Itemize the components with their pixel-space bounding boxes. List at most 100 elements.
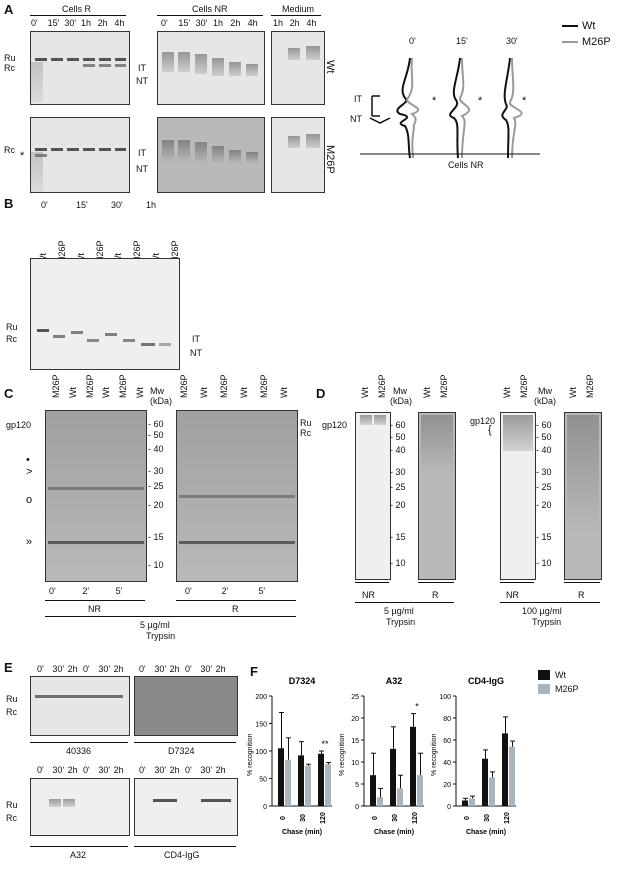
e-rc-1: Rc [6,707,17,717]
e-ru-2: Ru [6,800,18,810]
c-r-lane-2: M26P [219,374,229,398]
d-r-2: R [578,590,585,600]
e1-time-0: 0' [37,664,44,674]
f-ytick-label-2-2: 40 [443,760,451,767]
d-r-underline-2 [564,582,600,583]
d-mw-markers-2: - 60- 50- 40- 30- 25- 20- 15- 10 [536,412,562,578]
d3-lane-0: Wt [501,387,512,398]
mw-marker-40: - 40 [390,445,406,456]
profile-it: IT [354,94,362,104]
mw-marker-50: - 50 [390,431,406,442]
d4-lane-0: Wt [567,387,578,398]
d-nr-2: NR [506,590,519,600]
f-xlabel-2: Chase (min) [466,829,506,836]
b-time-1: 15' [76,200,88,210]
profile-caption: Cells NR [448,160,484,170]
d3-lane-1: M26P [518,374,529,398]
profile-legend-m26p: M26P [582,36,611,48]
gel-d-r-100 [564,412,602,580]
gel-c-nr [45,410,147,582]
mw-marker-10: - 10 [390,558,406,569]
f-ytick-label-2-5: 100 [439,694,451,701]
c-r-lane-5: Wt [279,387,289,398]
d-lane-labels-3: Wt M26P [500,374,534,398]
a-r-lane-0: 0' [31,18,38,28]
e3-time-1: 30' [52,765,65,775]
c-nr-lane-3: Wt [101,387,112,398]
d-mw-2: Mw [538,386,552,396]
d-nr-underline-1 [355,582,389,583]
c-kda: (kDa) [150,396,172,406]
e1-time-3: 0' [83,664,90,674]
mw-marker-60: - 60 [148,418,164,429]
f-bar-0-2-0 [318,753,324,806]
d2-lane-1: M26P [438,374,449,398]
e-caption-a32: A32 [70,850,87,860]
a-r-lane-2: 30' [64,18,77,28]
d-gp120-2: gp120 [470,416,496,426]
f-xtick-2-0: 0 [464,816,471,820]
e-underline-a32 [30,846,128,847]
c-symbol-o: o [26,494,33,506]
nt-label-a2: NT [136,164,148,174]
f-ytick-label-2-3: 60 [443,738,451,745]
e-underline-cd4igg [134,846,236,847]
rc-label-a1: Rc [4,63,15,73]
f-bar-0-0-1 [285,759,291,806]
profile-star-1: * [432,95,437,107]
f-chart-title-2: CD4-IgG [468,676,504,686]
e4-time-4: 30' [200,765,213,775]
ru-label-a1: Ru [4,53,16,63]
d-underline-1 [355,602,454,603]
gel-medium-wt [271,31,325,105]
d-kda-1: (kDa) [390,396,412,406]
e2-time-0: 0' [139,664,146,674]
it-label-a2: IT [138,148,146,158]
mw-marker-60: - 60 [390,420,406,431]
c-r-lane-4: M26P [259,374,269,398]
mw-marker-30: - 30 [148,466,164,477]
c-mw: Mw [150,386,164,396]
a-nr-lane-2: 30' [195,18,208,28]
gel-cells-r-wt [30,31,130,105]
panel-a-label: A [4,2,14,17]
a-r-lane-5: 4h [114,18,125,28]
gel-d-r-5 [418,412,456,580]
gel-d-nr-5 [355,412,391,580]
mw-marker-25: - 25 [536,481,552,492]
mw-marker-50: - 50 [148,430,164,441]
d-nr-1: NR [362,590,375,600]
c-conc: 5 µg/ml [140,620,170,630]
gel-e-a32 [30,778,130,836]
e4-time-0: 0' [139,765,146,775]
gel-e-d7324 [134,676,238,736]
c-nr-lane-1: Wt [68,387,78,398]
f-chart-title-1: A32 [386,676,403,686]
d-mw-1: Mw [393,386,407,396]
c-r: R [232,604,239,614]
panel-c-label: C [4,386,14,401]
a-nr-lane-5: 4h [247,18,258,28]
mw-marker-30: - 30 [390,466,406,477]
e-underline-d7324 [134,742,236,743]
profile-time-0: 0' [409,36,416,46]
legend-m26p: M26P [555,684,579,694]
d-underline-2 [500,602,600,603]
d-r-underline-1 [418,582,454,583]
e4-time-1: 30' [154,765,167,775]
f-xtick-1-1: 30 [392,814,399,822]
f-ytick-label-0-4: 200 [255,694,267,701]
mw-marker-25: - 25 [148,481,164,492]
f-bar-2-1-1 [489,777,495,806]
e2-time-3: 0' [185,664,192,674]
mw-marker-10: - 10 [536,558,552,569]
rc-label-a2: Rc [4,145,15,155]
f-ytick-label-1-1: 5 [355,782,359,789]
f-xtick-0-2: 120 [320,812,327,824]
